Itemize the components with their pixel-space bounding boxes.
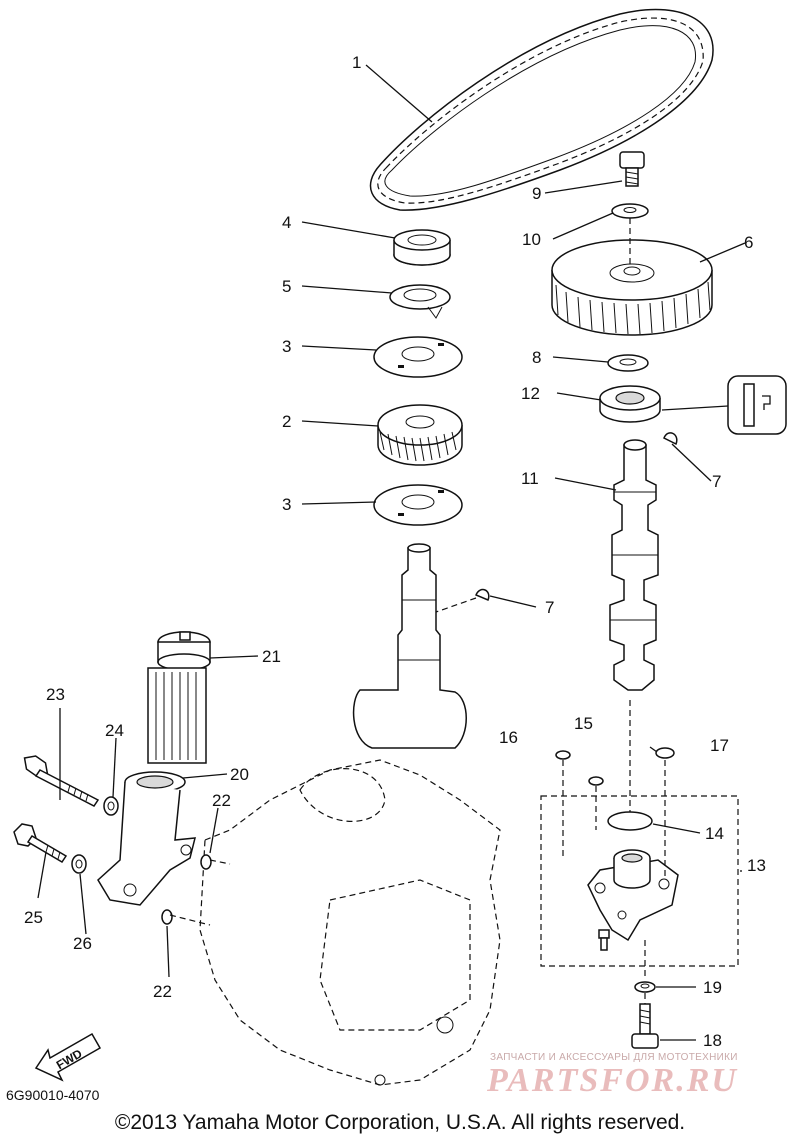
o-ring-15[interactable] bbox=[588, 776, 604, 786]
lock-washer[interactable] bbox=[389, 284, 451, 319]
bolt-18[interactable] bbox=[631, 1003, 659, 1049]
o-ring-14[interactable] bbox=[607, 811, 653, 831]
camshaft-bolt[interactable] bbox=[619, 151, 645, 187]
callout-13: 13 bbox=[747, 856, 766, 875]
callout-26: 26 bbox=[73, 934, 92, 953]
bolt-23[interactable] bbox=[20, 751, 100, 807]
fwd-arrow-icon: FWD bbox=[34, 1032, 102, 1082]
callout-22a: 22 bbox=[212, 791, 231, 810]
oil-pump-assembly-box bbox=[540, 795, 739, 967]
callout-6: 6 bbox=[744, 233, 753, 252]
crankshaft-pulley[interactable] bbox=[377, 404, 463, 466]
callout-14: 14 bbox=[705, 824, 724, 843]
washer-24[interactable] bbox=[103, 796, 119, 816]
copyright-notice: ©2013 Yamaha Motor Corporation, U.S.A. A… bbox=[114, 1111, 686, 1134]
woodruff-key-cam[interactable] bbox=[663, 432, 678, 446]
callout-7b: 7 bbox=[545, 598, 554, 617]
callout-18: 18 bbox=[703, 1031, 722, 1050]
camshaft[interactable] bbox=[609, 439, 659, 691]
washer-26[interactable] bbox=[71, 854, 87, 874]
callout-1: 1 bbox=[352, 53, 361, 72]
callout-3b: 3 bbox=[282, 495, 291, 514]
callout-10: 10 bbox=[522, 230, 541, 249]
callout-16: 16 bbox=[499, 728, 518, 747]
oil-pump[interactable] bbox=[587, 849, 679, 942]
camshaft-pulley[interactable] bbox=[551, 239, 713, 336]
bolt-25[interactable] bbox=[13, 823, 68, 864]
oil-seal-detail bbox=[661, 375, 787, 435]
callout-15: 15 bbox=[574, 714, 593, 733]
o-ring-22-upper[interactable] bbox=[200, 854, 212, 870]
callout-22b: 22 bbox=[153, 982, 172, 1001]
callout-4: 4 bbox=[282, 213, 291, 232]
callout-12: 12 bbox=[521, 384, 540, 403]
o-ring-17[interactable] bbox=[655, 747, 675, 759]
callout-2: 2 bbox=[282, 412, 291, 431]
watermark-tagline: ЗАПЧАСТИ И АКСЕССУАРЫ ДЛЯ МОТОТЕХНИКИ bbox=[490, 1052, 738, 1063]
nut[interactable] bbox=[393, 229, 451, 266]
oil-seal[interactable] bbox=[599, 385, 661, 423]
filter-housing[interactable] bbox=[97, 771, 196, 906]
callouts: 1 4 5 3 2 3 9 10 6 8 12 11 7 7 21 20 23 … bbox=[24, 53, 766, 1050]
pulley-plate-upper[interactable] bbox=[373, 336, 463, 378]
callout-7a: 7 bbox=[712, 472, 721, 491]
callout-17: 17 bbox=[710, 736, 729, 755]
cylinder-block bbox=[199, 759, 501, 1086]
washer-10[interactable] bbox=[611, 203, 649, 219]
callout-20: 20 bbox=[230, 765, 249, 784]
oil-filter[interactable] bbox=[147, 631, 211, 764]
crankshaft bbox=[352, 543, 467, 749]
o-ring-22-lower[interactable] bbox=[161, 909, 173, 925]
callout-5: 5 bbox=[282, 277, 291, 296]
leader-lines bbox=[37, 64, 746, 1041]
woodruff-key-crank[interactable] bbox=[475, 588, 490, 601]
pulley-plate-lower[interactable] bbox=[373, 484, 463, 526]
washer-8[interactable] bbox=[607, 354, 649, 372]
timing-belt[interactable] bbox=[369, 8, 714, 211]
callout-8: 8 bbox=[532, 348, 541, 367]
callout-24: 24 bbox=[105, 721, 124, 740]
callout-11: 11 bbox=[521, 469, 539, 488]
callout-3a: 3 bbox=[282, 337, 291, 356]
washer-19[interactable] bbox=[634, 981, 656, 993]
o-ring-16[interactable] bbox=[555, 750, 571, 760]
callout-9: 9 bbox=[532, 184, 541, 203]
callout-25: 25 bbox=[24, 908, 43, 927]
callout-21: 21 bbox=[262, 647, 281, 666]
watermark-brand: PARTSFOR.RU bbox=[487, 1062, 738, 1099]
pump-screw[interactable] bbox=[598, 929, 610, 951]
callout-19: 19 bbox=[703, 978, 722, 997]
callout-23: 23 bbox=[46, 685, 65, 704]
diagram-code: 6G90010-4070 bbox=[6, 1087, 100, 1103]
